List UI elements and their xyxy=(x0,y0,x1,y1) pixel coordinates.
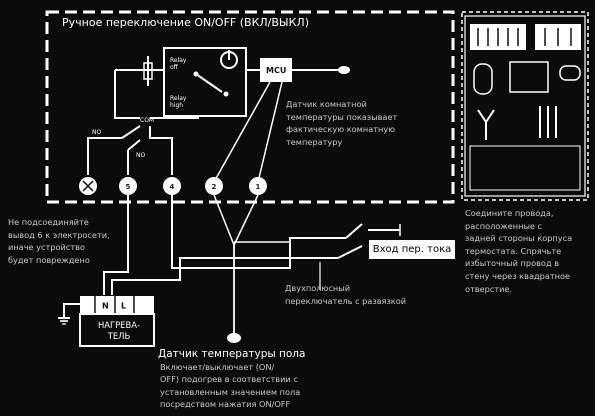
no-small-label: NO xyxy=(136,152,145,159)
no-top-label: NO xyxy=(92,129,101,136)
terminal-5: 5 xyxy=(119,177,137,195)
svg-text:1: 1 xyxy=(256,183,261,191)
mcu-box xyxy=(260,58,292,82)
ground-wire xyxy=(63,303,80,318)
floor-sensor-probe-icon xyxy=(227,333,241,343)
svg-text:2: 2 xyxy=(212,183,217,191)
relay-switch-blade xyxy=(195,73,223,93)
heater-block: N L xyxy=(79,296,155,347)
terminal-2: 2 xyxy=(205,177,223,195)
com-label: COM xyxy=(140,117,154,124)
ac-input-label: Вход пер. тока xyxy=(369,240,455,259)
relay-top-label: Relay xyxy=(170,57,187,64)
svg-text:high: high xyxy=(170,102,183,109)
terminal-1: 1 xyxy=(249,177,267,195)
room-sensor-text: Датчик комнатной температуры показывает … xyxy=(286,99,398,147)
thermostat-back-panel xyxy=(461,11,589,201)
svg-text:4: 4 xyxy=(170,183,175,191)
terminal-l-label: L xyxy=(121,302,126,311)
relay-box xyxy=(163,47,247,117)
heater-label: НАГРЕВА- ТЕЛЬ xyxy=(98,320,140,341)
warning-text: Не подсоединяйте вывод 6 к электросети, … xyxy=(8,217,110,265)
right-note: Соедините провода, расположенные с задне… xyxy=(465,208,573,294)
manual-switch-title: Ручное переключение ON/OFF (ВКЛ/ВЫКЛ) xyxy=(62,16,309,29)
thermostat-enclosure xyxy=(45,10,455,204)
svg-text:5: 5 xyxy=(126,183,131,191)
room-sensor-icon xyxy=(338,66,350,74)
relay-bottom-label: Relay xyxy=(170,95,187,102)
terminal-n-label: N xyxy=(102,302,109,311)
mcu-label: MCU xyxy=(266,66,286,75)
floor-sensor-desc: Включает/выключает (ON/ OFF) подогрев в … xyxy=(160,362,301,410)
switch-text: Двухполюсный переключатель с развязкой xyxy=(285,283,407,306)
terminal-6 xyxy=(79,177,97,195)
terminal-4: 4 xyxy=(163,177,181,195)
svg-text:off: off xyxy=(170,64,179,71)
floor-sensor-title: Датчик температуры пола xyxy=(158,348,306,360)
